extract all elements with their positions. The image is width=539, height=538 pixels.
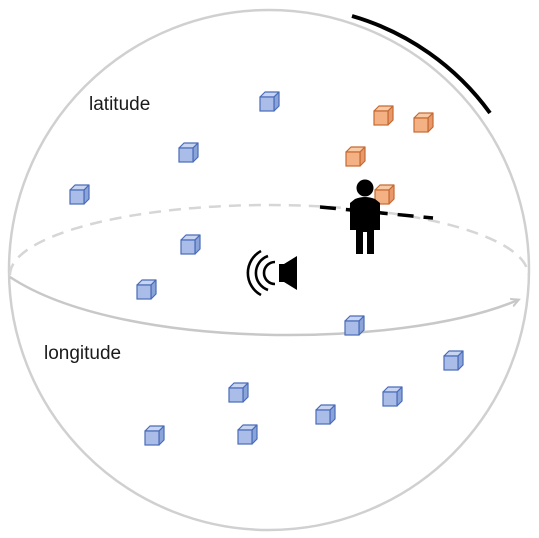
equator-front-arrow bbox=[9, 275, 518, 337]
blue-cube bbox=[69, 184, 90, 205]
blue-cube bbox=[136, 279, 157, 300]
blue-cube bbox=[382, 386, 403, 407]
blue-cube bbox=[178, 142, 199, 163]
blue-cube bbox=[228, 382, 249, 403]
blue-cube bbox=[443, 350, 464, 371]
blue-cube bbox=[180, 234, 201, 255]
equator-back-dashed bbox=[8, 203, 530, 276]
blue-cube bbox=[144, 425, 165, 446]
orange-cube bbox=[345, 146, 366, 167]
sphere-outline bbox=[7, 8, 531, 532]
latitude-label: latitude bbox=[89, 94, 151, 115]
orange-cube bbox=[373, 105, 394, 126]
blue-cube bbox=[259, 91, 280, 112]
blue-cube bbox=[237, 424, 258, 445]
latitude-arc bbox=[351, 14, 492, 115]
blue-cube bbox=[344, 315, 365, 336]
blue-cube bbox=[315, 404, 336, 425]
orange-cube bbox=[374, 184, 395, 205]
longitude-label: longitude bbox=[44, 343, 122, 364]
speaker-icon bbox=[246, 249, 297, 297]
person-icon bbox=[350, 179, 380, 254]
orange-cube bbox=[413, 112, 434, 133]
